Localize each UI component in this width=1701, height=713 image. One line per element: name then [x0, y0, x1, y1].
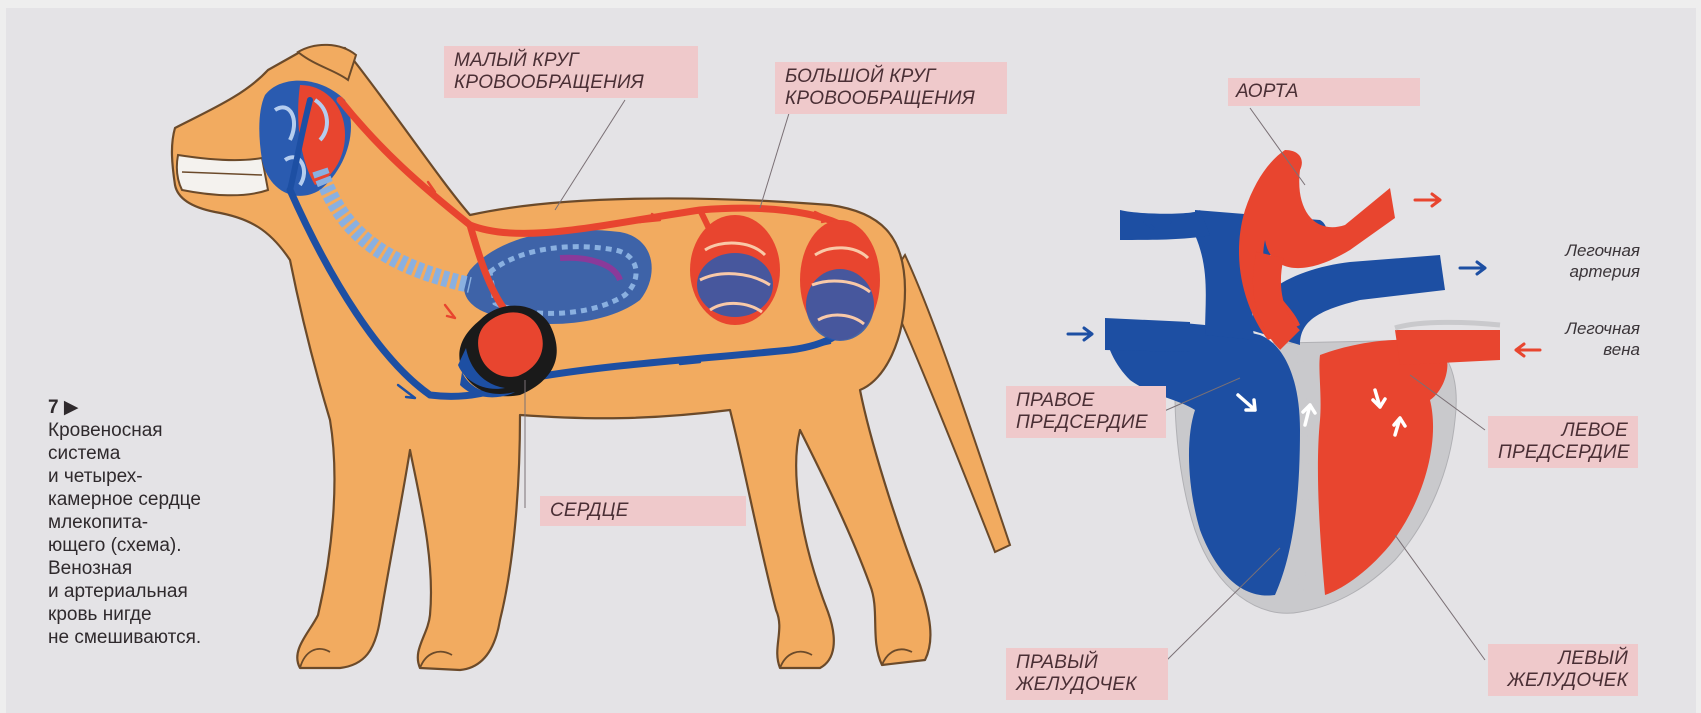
label-right-atrium: ПРАВОЕ ПРЕДСЕРДИЕ [1006, 386, 1166, 438]
label-pulmonary-artery: Легочная артерия [1500, 240, 1640, 282]
label-pulmonary-vein: Легочная вена [1500, 318, 1640, 360]
play-triangle-icon: ▶ [64, 397, 79, 418]
right-heart-chambers [1105, 322, 1300, 596]
label-right-ventricle: ПРАВЫЙ ЖЕЛУДОЧЕК [1006, 648, 1168, 700]
figure-number: 7 ▶ [48, 396, 268, 419]
figure-caption: 7 ▶ Кровеносная система и четырех- камер… [48, 396, 268, 649]
heart-diagram [1105, 150, 1500, 613]
label-aorta: АОРТА [1228, 78, 1420, 106]
label-systemic-circuit: БОЛЬШОЙ КРУГ КРОВООБРАЩЕНИЯ [775, 62, 1007, 114]
label-left-ventricle: ЛЕВЫЙ ЖЕЛУДОЧЕК [1488, 644, 1638, 696]
label-pulmonary-circuit: МАЛЫЙ КРУГ КРОВООБРАЩЕНИЯ [444, 46, 698, 98]
pulmonary-vein [1395, 330, 1500, 365]
vena-cava-inferior [1105, 318, 1190, 352]
label-heart: СЕРДЦЕ [540, 496, 746, 526]
label-left-atrium: ЛЕВОЕ ПРЕДСЕРДИЕ [1488, 416, 1638, 468]
